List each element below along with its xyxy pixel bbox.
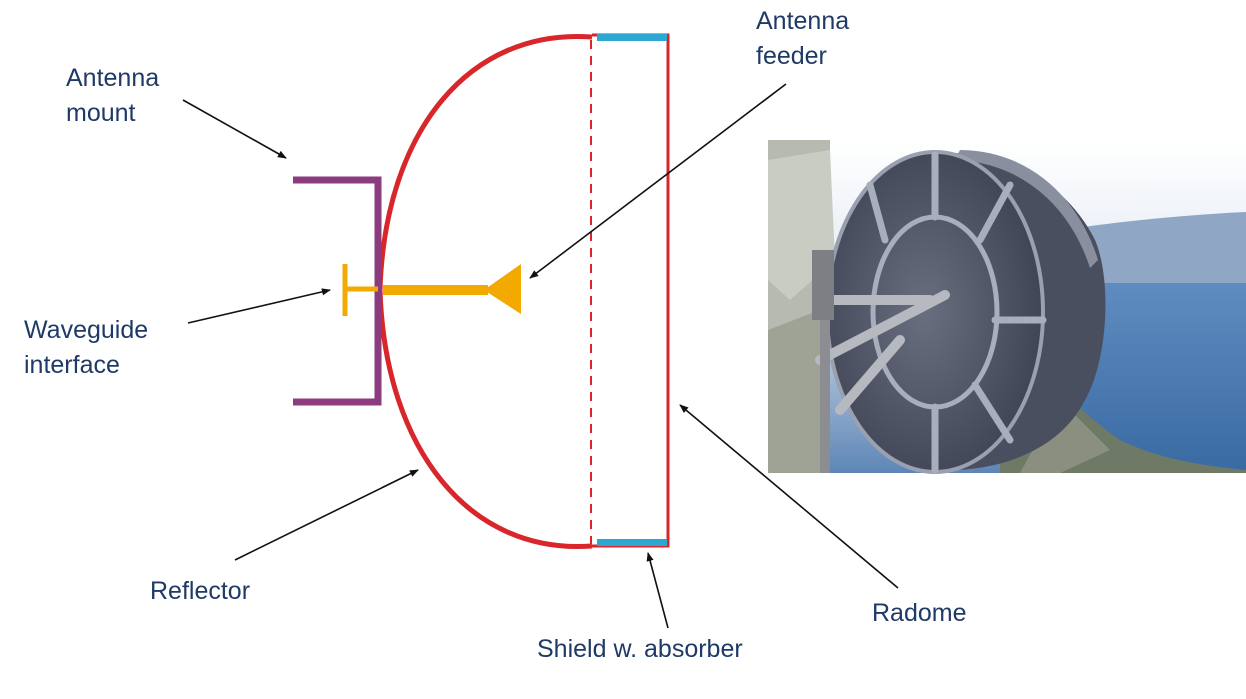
radome-shape <box>592 33 670 548</box>
label-shield: Shield w. absorber <box>537 632 743 667</box>
antenna-photo <box>768 140 1246 474</box>
label-antenna-feeder: Antenna feeder <box>756 4 849 74</box>
label-shield-text: Shield w. absorber <box>537 635 743 663</box>
arrow-shield <box>646 552 669 629</box>
arrow-radome <box>679 404 899 589</box>
label-waveguide-line1: Waveguide <box>24 316 149 344</box>
label-feeder-line1: Antenna <box>756 7 850 35</box>
arrow-reflector <box>234 469 419 561</box>
label-reflector-text: Reflector <box>150 577 251 605</box>
label-antenna-mount: Antenna mount <box>66 61 159 131</box>
arrow-waveguide <box>187 288 331 324</box>
label-antenna-mount-line2: mount <box>66 99 136 127</box>
label-feeder-line2: feeder <box>756 42 827 70</box>
label-reflector: Reflector <box>150 574 250 609</box>
label-waveguide-line2: interface <box>24 351 120 379</box>
label-waveguide-interface: Waveguide interface <box>24 313 148 383</box>
label-radome-text: Radome <box>872 599 967 627</box>
label-antenna-mount-line1: Antenna <box>66 64 160 92</box>
arrow-antenna-mount <box>182 99 287 159</box>
label-radome: Radome <box>872 596 967 631</box>
feeder-horn <box>484 264 521 314</box>
arrow-feeder <box>529 83 787 279</box>
shield-bottom <box>597 539 667 546</box>
shield-top <box>597 34 667 41</box>
